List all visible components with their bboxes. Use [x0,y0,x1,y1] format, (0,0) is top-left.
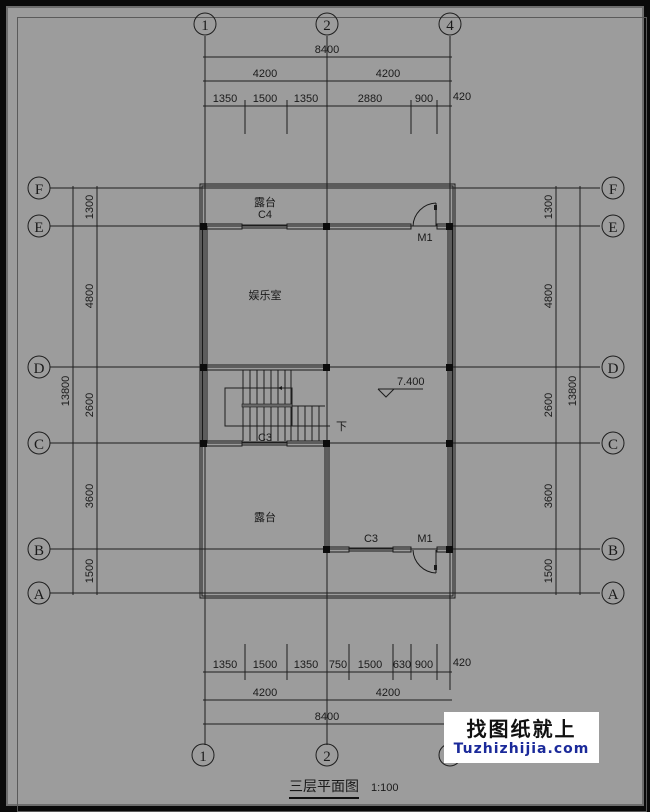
axis-grid-lines [50,36,600,745]
door-bottom-m1 [412,549,437,574]
room-label-top-terrace: 露台 [254,195,276,209]
building-outline [199,183,456,599]
dim-top-detail-2: 1500 [253,93,277,105]
axis-label-A-right: A [608,587,619,603]
dim-top-detail-1: 1350 [213,93,237,105]
drawing-title: 三层平面图 [289,776,359,799]
left-dimensions: 1300 4800 2600 3600 1500 13800 [60,186,98,595]
watermark-title: 找图纸就上 [466,716,577,741]
dim-top-bay-1: 4200 [253,68,277,80]
dim-bottom-bay-1: 4200 [253,687,277,699]
watermark-url: Tuzhizhijia.com [453,740,590,757]
axis-bubbles-left: F E D C B A [27,176,51,605]
dim-right-2: 4800 [543,284,555,308]
axis-label-1: 1 [201,18,209,34]
dim-top-detail-3: 1350 [294,93,318,105]
elevation-marker: 7.400 [377,376,425,398]
dim-left-4: 3600 [84,484,96,508]
dim-bottom-overall: 8400 [315,711,339,723]
dim-left-overall: 13800 [60,376,72,407]
dim-top-detail-6: 420 [453,91,471,103]
dim-bottom-detail-2: 1500 [253,659,277,671]
dim-bottom-detail-5: 1500 [358,659,382,671]
room-label-entertainment: 娱乐室 [249,288,282,302]
dim-left-5: 1500 [84,559,96,583]
window-label-c3-stair: C3 [258,432,272,444]
window-label-c3: C3 [364,533,378,545]
watermark-badge: 找图纸就上 Tuzhizhijia.com [444,712,599,763]
dim-right-overall: 13800 [567,376,579,407]
dim-bottom-detail-8: 420 [453,657,471,669]
dim-top-bay-2: 4200 [376,68,400,80]
axis-bubbles-bottom: 1 2 [191,743,462,767]
dim-top-detail-5: 900 [415,93,433,105]
axis-label-4: 4 [446,18,454,34]
axis-label-D: D [34,361,45,377]
door-label-m1-top: M1 [417,232,432,244]
stair-down-label: 下 [336,420,347,433]
axis-bubbles-top: 1 2 4 [193,12,462,36]
bottom-dimensions: 1350 1500 1350 750 1500 630 900 420 4200… [203,644,471,725]
dim-right-1: 1300 [543,195,555,219]
drawing-scale: 1:100 [371,782,399,794]
dim-bottom-detail-6: 630 [393,659,411,671]
axis-label-E: E [34,220,43,236]
door-top-m1 [412,202,437,227]
axis-label-A: A [34,587,45,603]
drawing-caption: 三层平面图 1:100 [289,776,399,799]
axis-label-1-bottom: 1 [199,749,207,765]
dim-bottom-detail-3: 1350 [294,659,318,671]
axis-bubbles-right: F E D C B A [601,176,625,605]
dim-left-3: 2600 [84,393,96,417]
dim-left-1: 1300 [84,195,96,219]
room-label-bottom-terrace: 露台 [254,510,276,524]
dim-top-overall: 8400 [315,44,339,56]
dim-top-detail-4: 2880 [358,93,382,105]
window-label-c4: C4 [258,209,272,221]
door-label-m1-bottom: M1 [417,533,432,545]
dim-right-4: 3600 [543,484,555,508]
axis-label-C: C [34,437,44,453]
axis-label-B: B [34,543,44,559]
dim-bottom-detail-7: 900 [415,659,433,671]
axis-label-C-right: C [608,437,618,453]
dim-right-3: 2600 [543,393,555,417]
dim-right-5: 1500 [543,559,555,583]
axis-label-F-right: F [609,182,617,198]
dim-bottom-detail-1: 1350 [213,659,237,671]
axis-label-D-right: D [608,361,619,377]
axis-label-E-right: E [608,220,617,236]
axis-label-B-right: B [608,543,618,559]
axis-label-2-bottom: 2 [323,749,331,765]
right-dimensions: 1300 4800 2600 3600 1500 13800 [543,186,581,595]
dim-left-2: 4800 [84,284,96,308]
axis-label-2: 2 [323,18,331,34]
dim-bottom-bay-2: 4200 [376,687,400,699]
elevation-value: 7.400 [397,376,425,388]
columns [200,223,453,553]
stair: 下 [224,370,347,441]
dim-bottom-detail-4: 750 [329,659,347,671]
top-dimensions: 8400 4200 4200 1350 1500 1350 2880 900 4… [203,44,471,134]
axis-label-F: F [35,182,43,198]
